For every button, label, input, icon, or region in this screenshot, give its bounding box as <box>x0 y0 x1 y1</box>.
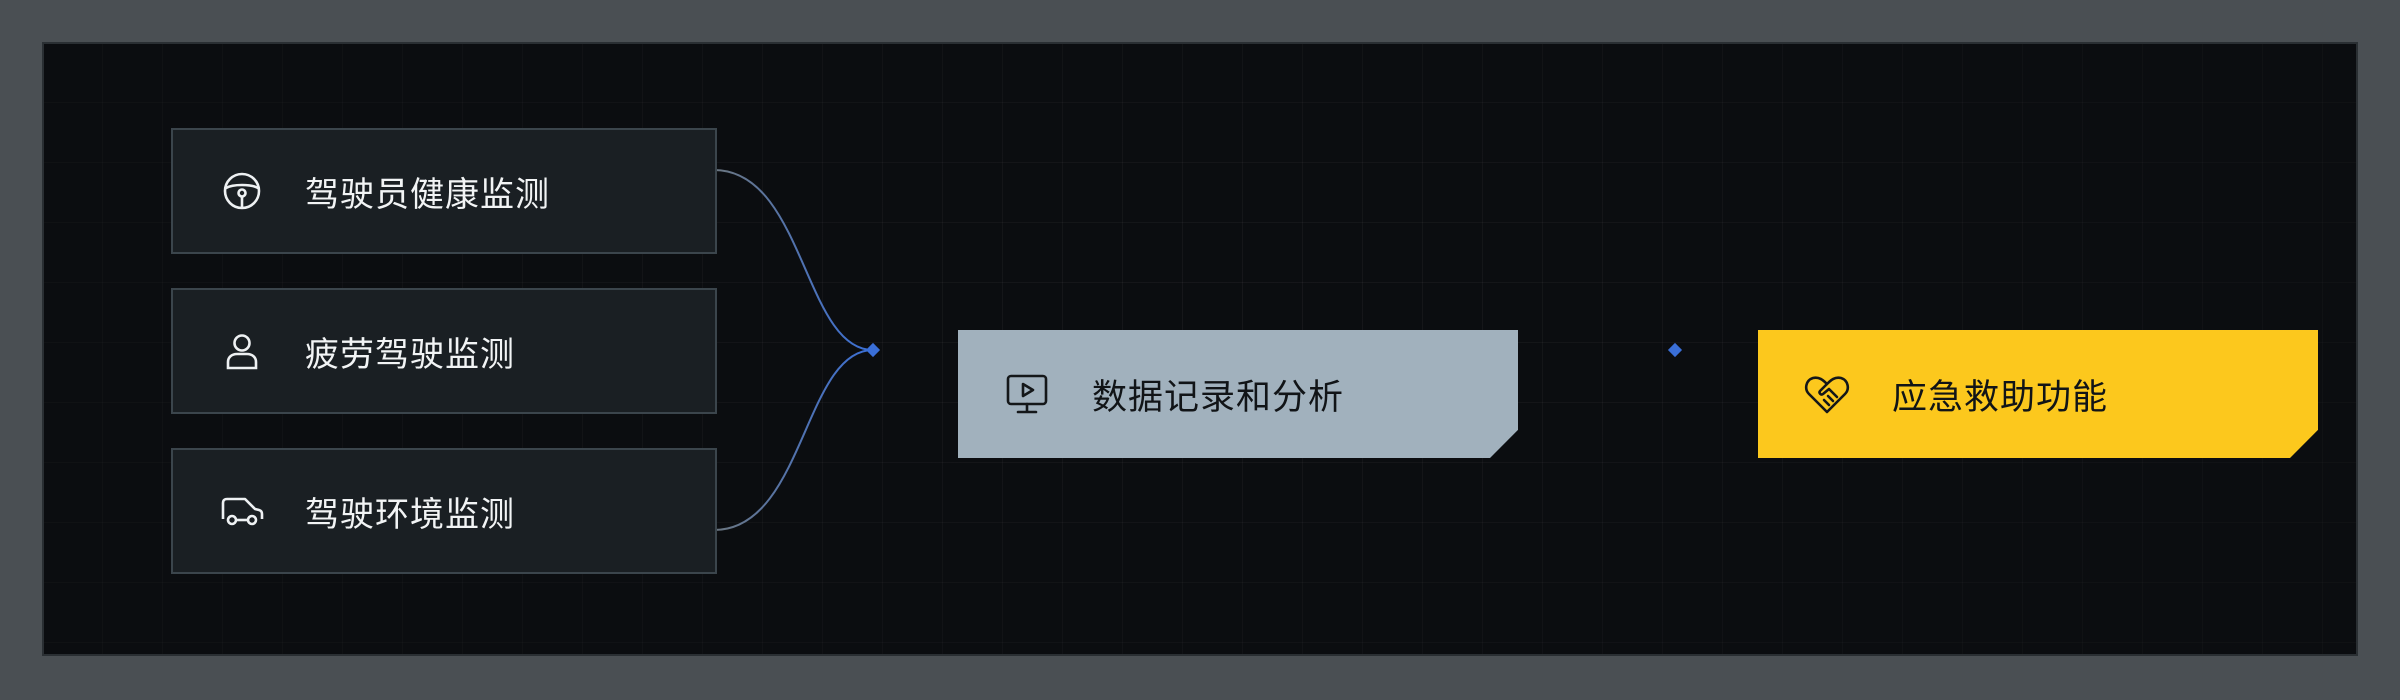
input-label: 驾驶员健康监测 <box>305 174 550 215</box>
output-label: 应急救助功能 <box>1892 377 2109 418</box>
steering-wheel-icon <box>219 168 265 214</box>
input-environment-monitoring: 驾驶环境监测 <box>171 448 717 574</box>
heart-handshake-icon <box>1802 369 1852 419</box>
person-icon <box>219 328 265 374</box>
diagram-canvas: 驾驶员健康监测 疲劳驾驶监测 驾驶环境监测 <box>42 42 2358 656</box>
process-label: 数据记录和分析 <box>1092 377 1345 418</box>
connector-junction-dot <box>865 342 881 358</box>
output-emergency-rescue: 应急救助功能 <box>1758 330 2318 458</box>
car-icon <box>219 488 265 534</box>
monitor-play-icon <box>1002 369 1052 419</box>
connector-environment <box>713 349 874 531</box>
connectors <box>713 169 1683 531</box>
input-health-monitoring: 驾驶员健康监测 <box>171 128 717 254</box>
input-label: 驾驶环境监测 <box>305 494 515 535</box>
input-fatigue-monitoring: 疲劳驾驶监测 <box>171 288 717 414</box>
input-label: 疲劳驾驶监测 <box>305 334 515 375</box>
connector-arrow-dot <box>1667 342 1683 358</box>
process-data-analysis: 数据记录和分析 <box>958 330 1518 458</box>
connector-health <box>713 169 874 351</box>
